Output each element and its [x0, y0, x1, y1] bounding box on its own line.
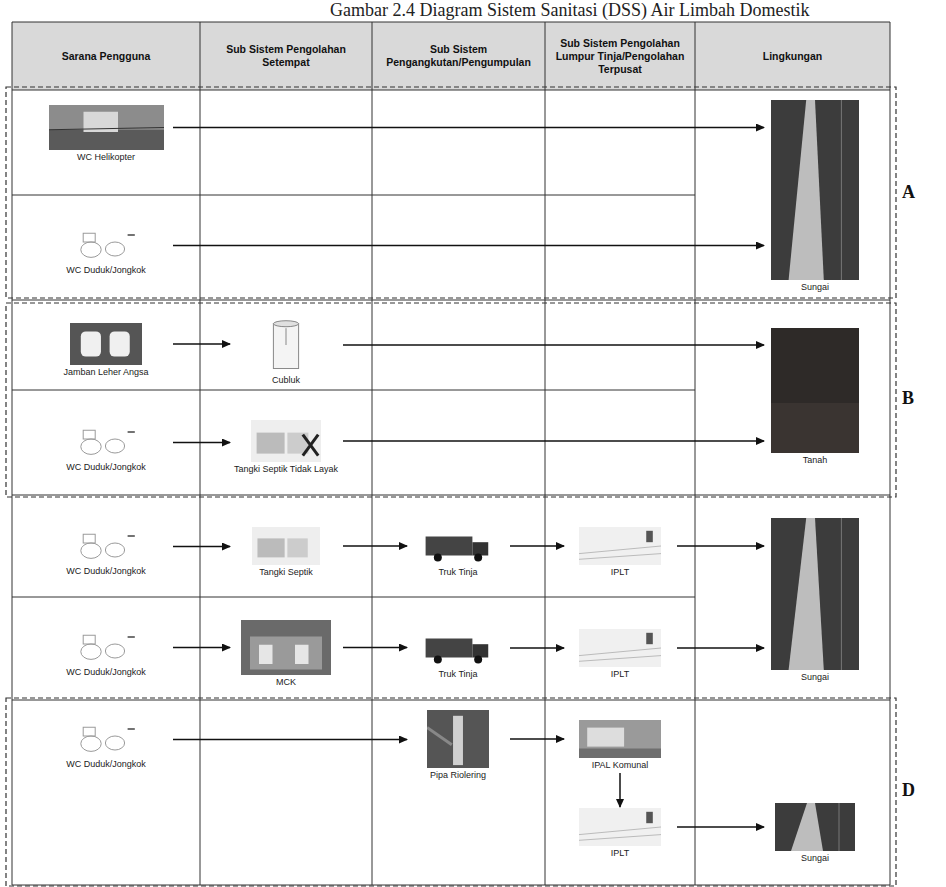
flow-arrow [173, 245, 764, 247]
flow-arrow [173, 127, 764, 129]
item-caption: IPLT [565, 567, 675, 578]
truk-picture [422, 629, 494, 667]
item-caption: Tangki Septik [231, 567, 341, 578]
wc-picture [76, 529, 136, 564]
header-band [12, 22, 890, 90]
sanitation-item: Sungai [765, 518, 865, 683]
sanitation-item: WC Helikopter [41, 105, 171, 163]
flow-arrow [510, 738, 564, 740]
wc-picture [76, 425, 136, 460]
wc-picture [76, 228, 136, 263]
sanitation-item: Sungai [765, 100, 865, 293]
item-caption: Sungai [765, 672, 865, 683]
flow-arrow [173, 343, 230, 345]
sanitation-item: IPLT [565, 808, 675, 859]
item-caption: Tangki Septik Tidak Layak [231, 464, 341, 475]
sanitation-item: Tangki Septik Tidak Layak [231, 420, 341, 475]
sungai-picture [771, 100, 859, 280]
flow-arrow [173, 442, 230, 444]
item-caption: Cubluk [231, 375, 341, 386]
flow-arrow [677, 647, 764, 649]
item-caption: WC Duduk/Jongkok [41, 667, 171, 678]
sanitation-item: WC Duduk/Jongkok [41, 228, 171, 276]
flow-arrow [619, 773, 621, 807]
item-caption: WC Helikopter [41, 152, 171, 163]
item-caption: WC Duduk/Jongkok [41, 462, 171, 473]
sanitation-item: Truk Tinja [408, 629, 508, 680]
iplt-picture [579, 808, 661, 846]
sanitation-item: Tanah [765, 328, 865, 466]
group-letter: B [902, 388, 922, 412]
flow-arrow [343, 344, 764, 346]
flow-arrow [343, 440, 764, 442]
column-header: Sub Sistem Pengolahan Lumpur Tinja/Pengo… [545, 22, 695, 90]
diagram-title: Gambar 2.4 Diagram Sistem Sanitasi (DSS)… [330, 0, 809, 21]
flow-arrow [677, 826, 764, 828]
ipal-picture [579, 720, 661, 758]
sanitation-item: WC Duduk/Jongkok [41, 630, 171, 678]
item-caption: Tanah [765, 455, 865, 466]
sanitation-item: IPLT [565, 527, 675, 578]
grid-lines [12, 22, 890, 885]
item-caption: Jamban Leher Angsa [41, 367, 171, 378]
cubluk-picture [265, 317, 307, 373]
flow-arrow [343, 647, 407, 649]
wc-picture [76, 630, 136, 665]
sanitation-item: Tangki Septik [231, 527, 341, 578]
sungai-picture [775, 803, 855, 851]
group-letter: A [902, 182, 922, 206]
group-letter: D [902, 780, 922, 804]
sanitation-item: Truk Tinja [408, 527, 508, 578]
pipa-picture [427, 710, 489, 768]
flow-arrow [510, 647, 564, 649]
sanitation-item: WC Duduk/Jongkok [41, 425, 171, 473]
sanitation-item: Jamban Leher Angsa [41, 323, 171, 378]
sungai-picture [771, 518, 859, 670]
sanitation-item: Sungai [765, 803, 865, 864]
group-dashed-boxes [6, 87, 896, 886]
column-header: Lingkungan [695, 22, 890, 90]
sanitation-item: WC Duduk/Jongkok [41, 529, 171, 577]
item-caption: IPAL Komunal [565, 760, 675, 771]
jamban-picture [70, 323, 142, 365]
item-caption: Sungai [765, 282, 865, 293]
item-caption: WC Duduk/Jongkok [41, 265, 171, 276]
item-caption: IPLT [565, 669, 675, 680]
iplt-picture [579, 629, 661, 667]
iplt-picture [579, 527, 661, 565]
tanah-picture [771, 328, 859, 453]
mck-picture [241, 620, 331, 675]
column-header: Sub Sistem Pengolahan Setempat [200, 22, 372, 90]
item-caption: Sungai [765, 853, 865, 864]
column-header: Sub Sistem Pengangkutan/Pengumpulan [372, 22, 545, 90]
flow-arrow [173, 647, 230, 649]
item-caption: WC Duduk/Jongkok [41, 759, 171, 770]
wc-picture [76, 722, 136, 757]
tangkix-picture [251, 420, 321, 462]
sanitation-item: Cubluk [231, 317, 341, 386]
flow-arrow [510, 545, 564, 547]
sanitation-item: IPLT [565, 629, 675, 680]
column-header: Sarana Pengguna [12, 22, 200, 90]
sanitation-item: MCK [231, 620, 341, 688]
flow-arrow [173, 739, 407, 741]
item-caption: WC Duduk/Jongkok [41, 566, 171, 577]
item-caption: Truk Tinja [408, 567, 508, 578]
sanitation-item: Pipa Riolering [408, 710, 508, 781]
item-caption: MCK [231, 677, 341, 688]
sanitation-item: IPAL Komunal [565, 720, 675, 771]
item-caption: Truk Tinja [408, 669, 508, 680]
item-caption: Pipa Riolering [408, 770, 508, 781]
flow-arrow [343, 545, 407, 547]
tangki-picture [252, 527, 320, 565]
sanitation-item: WC Duduk/Jongkok [41, 722, 171, 770]
item-caption: IPLT [565, 848, 675, 859]
flow-arrow [173, 546, 230, 548]
heli-picture [49, 105, 164, 150]
flow-arrow [677, 545, 764, 547]
truk-picture [422, 527, 494, 565]
